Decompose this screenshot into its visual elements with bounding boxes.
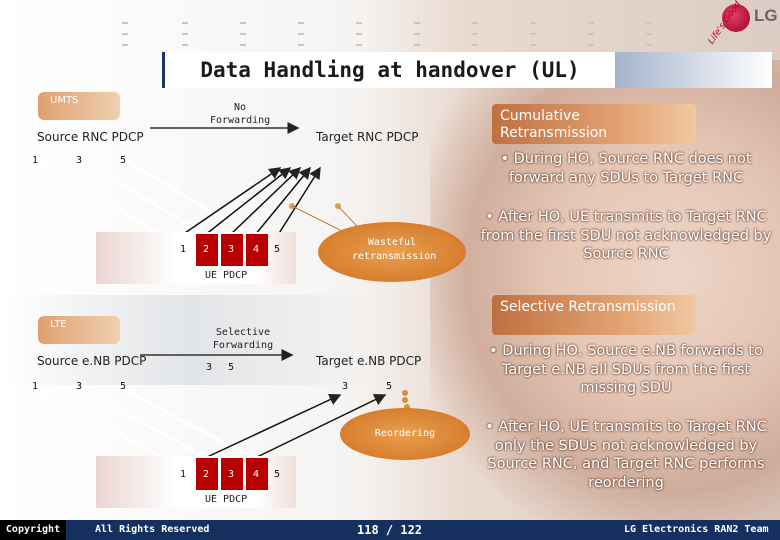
umts-ue-pdcp-label: UE PDCP <box>205 270 248 281</box>
source-rnc-label: Source RNC PDCP <box>37 130 144 144</box>
umts-ue-sdu: 1 <box>180 244 187 255</box>
target-rnc-label: Target RNC PDCP <box>316 130 419 144</box>
lte-ue-sdu: 3 <box>228 469 235 480</box>
umts-ue-sdu-cell <box>246 234 268 266</box>
selective-forwarding-label: Selective Forwarding <box>212 327 274 351</box>
decorative-dash <box>298 33 304 35</box>
page-title: Data Handling at handover (UL) <box>162 52 615 88</box>
decorative-dash <box>646 44 652 46</box>
lte-source-sdu: 1 <box>32 381 39 392</box>
lte-source-sdu: 3 <box>76 381 83 392</box>
source-enb-label: Source e.NB PDCP <box>37 354 147 368</box>
decorative-dash <box>646 22 652 24</box>
lg-logo-icon <box>722 4 750 32</box>
selective-bullet: • After HO, UE transmits to Target RNC o… <box>485 419 767 491</box>
umts-ue-sdu-cell <box>221 234 243 266</box>
decorative-dash <box>530 22 536 24</box>
decorative-dash <box>414 44 420 46</box>
decorative-dash <box>472 22 478 24</box>
decorative-dash <box>298 22 304 24</box>
decorative-dash <box>240 44 246 46</box>
lte-forwarded-sdu: 5 <box>228 362 235 373</box>
lte-ue-sdu-cell <box>221 458 243 490</box>
lte-uplink-black-lines <box>204 394 387 459</box>
lte-target-sdu: 5 <box>386 381 393 392</box>
decorative-dash <box>588 33 594 35</box>
lg-logo-text: LG <box>754 6 778 25</box>
footer-bar <box>0 520 780 540</box>
copyright-label: Copyright <box>0 520 66 540</box>
umts-uplink-black-lines <box>181 166 321 236</box>
decorative-dash <box>356 22 362 24</box>
decorative-dash <box>122 33 128 35</box>
decorative-dash <box>356 44 362 46</box>
target-enb-label: Target e.NB PDCP <box>316 354 422 368</box>
lte-target-sdu: 3 <box>342 381 349 392</box>
decorative-dash <box>122 22 128 24</box>
decorative-dash <box>588 22 594 24</box>
umts-source-sdu: 3 <box>76 155 83 166</box>
decorative-dash <box>646 33 652 35</box>
selective-retransmission-header: Selective Retransmission <box>492 295 696 335</box>
cumulative-bullet: • After HO, UE transmits to Target RNC f… <box>480 209 772 262</box>
decorative-dash <box>356 33 362 35</box>
decorative-dash <box>530 33 536 35</box>
rights-label: All Rights Reserved <box>95 524 210 535</box>
decorative-dash <box>182 44 188 46</box>
reordering-callout: Reordering <box>340 408 470 460</box>
lte-ue-sdu: 1 <box>180 469 187 480</box>
decorative-dash <box>298 44 304 46</box>
umts-tag: UMTS <box>38 92 120 120</box>
lte-ue-sdu-cell <box>196 458 218 490</box>
decorative-dash <box>240 22 246 24</box>
no-forwarding-label: No Forwarding <box>210 102 271 126</box>
selective-bullet: • During HO, Source e.NB forwards to Tar… <box>489 343 763 396</box>
lte-ue-sdu: 4 <box>253 469 260 480</box>
decorative-dash <box>472 33 478 35</box>
decorative-dash <box>182 33 188 35</box>
lte-ue-sdu: 2 <box>203 469 210 480</box>
decorative-dash <box>414 22 420 24</box>
umts-ue-sdu: 3 <box>228 244 235 255</box>
lte-ue-pdcp-label: UE PDCP <box>205 494 248 505</box>
page-number: 118 / 122 <box>357 523 423 537</box>
decorative-dash <box>588 44 594 46</box>
decorative-dash <box>530 44 536 46</box>
wasteful-retransmission-callout: Wasteful retransmission <box>318 222 466 282</box>
umts-ue-sdu-cell <box>196 234 218 266</box>
lte-tag: LTE <box>38 316 120 344</box>
decorative-dash <box>414 33 420 35</box>
cumulative-retransmission-header: Cumulative Retransmission <box>492 104 696 144</box>
decorative-dash <box>240 33 246 35</box>
decorative-dash <box>472 44 478 46</box>
umts-source-sdu: 1 <box>32 155 39 166</box>
lte-ue-sdu: 5 <box>274 469 281 480</box>
umts-ue-sdu: 4 <box>253 244 260 255</box>
decorative-dash <box>122 44 128 46</box>
lte-source-sdu: 5 <box>120 381 127 392</box>
umts-ue-sdu: 5 <box>274 244 281 255</box>
team-label: LG Electronics RAN2 Team <box>624 524 769 535</box>
umts-ue-sdu: 2 <box>203 244 210 255</box>
lte-forwarded-sdu: 3 <box>206 362 213 373</box>
umts-source-sdu: 5 <box>120 155 127 166</box>
cumulative-bullet: • During HO, Source RNC does not forward… <box>500 151 752 186</box>
decorative-dash <box>182 22 188 24</box>
lte-ue-sdu-cell <box>246 458 268 490</box>
